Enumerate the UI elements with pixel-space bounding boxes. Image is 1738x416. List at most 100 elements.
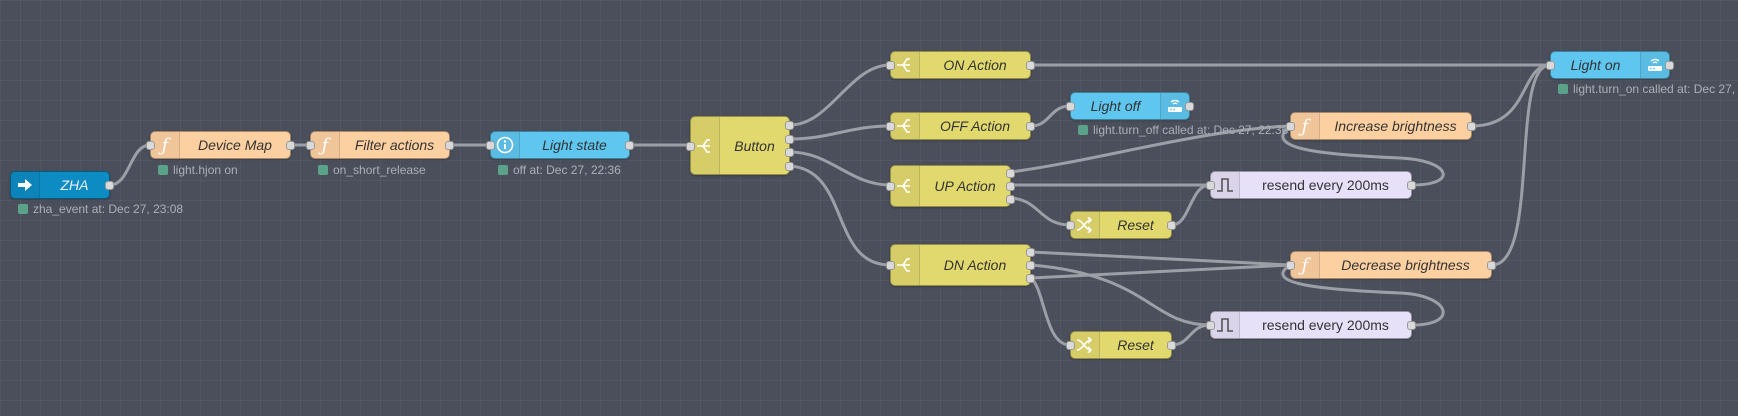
- wire-reset-up-resend: [1171, 183, 1211, 227]
- status-dot: [1558, 84, 1568, 94]
- function-icon: ƒ: [1291, 113, 1320, 139]
- node-reset-up[interactable]: Reset: [1066, 211, 1176, 239]
- input-port[interactable]: [1286, 122, 1295, 131]
- node-label: OFF Action: [939, 118, 1011, 134]
- shuffle-icon: [1071, 212, 1100, 238]
- output-port[interactable]: [1407, 181, 1416, 190]
- output-port[interactable]: [1026, 61, 1035, 70]
- node-resend-dn[interactable]: resend every 200ms: [1206, 311, 1416, 339]
- switch-icon: [691, 117, 720, 174]
- node-label: Device Map: [198, 137, 272, 153]
- output-port[interactable]: [1467, 122, 1476, 131]
- input-port[interactable]: [886, 61, 895, 70]
- switch-icon: [891, 52, 920, 78]
- output-port[interactable]: [445, 141, 454, 150]
- status-light-state: off at: Dec 27, 22:36: [498, 163, 621, 177]
- node-button[interactable]: Button: [686, 116, 794, 175]
- router-icon: [1160, 93, 1189, 119]
- output-port[interactable]: [286, 141, 295, 150]
- output-port-3[interactable]: [1026, 274, 1035, 283]
- switch-icon: [891, 113, 920, 139]
- status-text: zha_event at: Dec 27, 23:08: [33, 202, 184, 216]
- output-port-1[interactable]: [785, 121, 794, 130]
- status-light-on: light.turn_on called at: Dec 27,: [1558, 82, 1735, 96]
- output-port-3[interactable]: [1006, 195, 1015, 204]
- output-port-2[interactable]: [1006, 182, 1015, 191]
- input-port[interactable]: [1066, 102, 1075, 111]
- output-port-2[interactable]: [1026, 261, 1035, 270]
- input-port[interactable]: [306, 141, 315, 150]
- input-port[interactable]: [1206, 181, 1215, 190]
- node-reset-dn[interactable]: Reset: [1066, 331, 1176, 359]
- function-icon: ƒ: [311, 132, 340, 158]
- output-port[interactable]: [1185, 102, 1194, 111]
- status-dot: [498, 165, 508, 175]
- output-port[interactable]: [1665, 61, 1674, 70]
- input-port[interactable]: [886, 261, 895, 270]
- status-dot: [1078, 125, 1088, 135]
- router-icon: [1640, 52, 1669, 78]
- output-port[interactable]: [1167, 341, 1176, 350]
- node-resend-up[interactable]: resend every 200ms: [1206, 171, 1416, 199]
- shuffle-icon: [1071, 332, 1100, 358]
- input-port[interactable]: [1066, 221, 1075, 230]
- output-port[interactable]: [1026, 122, 1035, 131]
- switch-icon: [891, 166, 920, 206]
- node-label: Filter actions: [354, 137, 435, 153]
- node-dn-action[interactable]: DN Action: [886, 244, 1035, 286]
- status-light-off: light.turn_off called at: Dec 27, 22:36: [1078, 123, 1288, 137]
- input-port[interactable]: [886, 122, 895, 131]
- node-filter-actions[interactable]: ƒ Filter actions: [306, 131, 454, 159]
- wire-dn-decrease: [1030, 250, 1291, 267]
- input-port[interactable]: [1066, 341, 1075, 350]
- node-increase-brightness[interactable]: ƒ Increase brightness: [1286, 112, 1476, 140]
- output-port-4[interactable]: [785, 162, 794, 171]
- info-icon: [491, 132, 520, 158]
- node-label: Light state: [542, 137, 607, 153]
- status-text: off at: Dec 27, 22:36: [513, 163, 621, 177]
- node-zha[interactable]: ZHA: [10, 171, 114, 199]
- status-text: light.hjon on: [173, 163, 238, 177]
- switch-icon: [891, 245, 920, 285]
- wire-button-off: [789, 124, 891, 141]
- node-light-off[interactable]: Light off: [1066, 92, 1194, 120]
- output-port[interactable]: [1407, 321, 1416, 330]
- input-port[interactable]: [686, 142, 695, 151]
- status-dot: [18, 204, 28, 214]
- status-text: light.turn_on called at: Dec 27,: [1573, 82, 1736, 96]
- node-light-on[interactable]: Light on: [1546, 51, 1674, 79]
- input-port[interactable]: [146, 141, 155, 150]
- function-icon: ƒ: [151, 132, 180, 158]
- node-up-action[interactable]: UP Action: [886, 165, 1015, 207]
- status-text: light.turn_off called at: Dec 27, 22:36: [1093, 123, 1289, 137]
- trigger-icon: [1211, 172, 1240, 198]
- output-port[interactable]: [1167, 221, 1176, 230]
- status-filter-actions: on_short_release: [318, 163, 426, 177]
- wire-decrease-light-on: [1491, 63, 1551, 267]
- output-port[interactable]: [625, 141, 634, 150]
- node-device-map[interactable]: ƒ Device Map: [146, 131, 295, 159]
- output-port-1[interactable]: [1026, 248, 1035, 257]
- node-label: UP Action: [934, 178, 996, 194]
- wire-dn-reset: [1029, 276, 1071, 347]
- node-label: Light on: [1570, 57, 1621, 73]
- output-port[interactable]: [105, 181, 114, 190]
- input-port[interactable]: [1206, 321, 1215, 330]
- output-port-3[interactable]: [785, 148, 794, 157]
- input-port[interactable]: [486, 141, 495, 150]
- input-port[interactable]: [886, 182, 895, 191]
- output-port-1[interactable]: [1006, 169, 1015, 178]
- wire-off-light-off: [1030, 104, 1071, 128]
- node-label: Decrease brightness: [1341, 257, 1470, 273]
- output-port-2[interactable]: [785, 135, 794, 144]
- output-port[interactable]: [1487, 261, 1496, 270]
- node-off-action[interactable]: OFF Action: [886, 112, 1035, 140]
- node-on-action[interactable]: ON Action: [886, 51, 1035, 79]
- status-zha: zha_event at: Dec 27, 23:08: [18, 202, 183, 216]
- node-decrease-brightness[interactable]: ƒ Decrease brightness: [1286, 251, 1496, 279]
- wire-button-dn: [789, 164, 891, 267]
- input-port[interactable]: [1546, 61, 1555, 70]
- node-light-state[interactable]: Light state: [486, 131, 634, 159]
- input-port[interactable]: [1286, 261, 1295, 270]
